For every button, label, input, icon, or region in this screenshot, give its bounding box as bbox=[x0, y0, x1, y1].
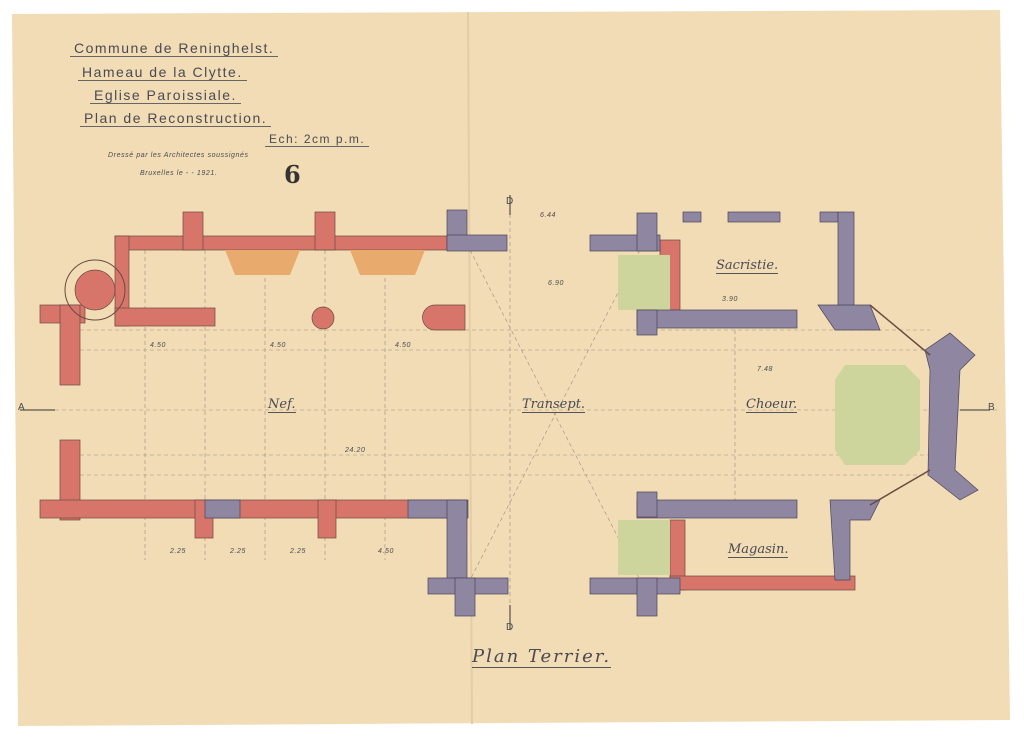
room-label-storeroom: Magasin. bbox=[728, 542, 789, 558]
dim-7: 2.25 bbox=[290, 548, 307, 555]
dim-4: 24.20 bbox=[345, 447, 366, 454]
sheet-number: 6 bbox=[284, 160, 301, 189]
apse-walls bbox=[869, 304, 931, 506]
dim-9: 6.44 bbox=[540, 212, 557, 219]
green-areas bbox=[618, 255, 920, 575]
dim-10: 6.90 bbox=[548, 280, 565, 287]
room-label-sacristy: Sacristie. bbox=[716, 258, 779, 274]
room-label-transept: Transept. bbox=[522, 397, 586, 413]
walls-purple bbox=[204, 209, 979, 617]
title-line-2: Hameau de la Clytte. bbox=[78, 64, 247, 81]
dim-5: 2.25 bbox=[170, 548, 187, 555]
dim-11: 7.48 bbox=[757, 366, 774, 373]
dim-1: 4.50 bbox=[150, 342, 167, 349]
title-line-1: Commune de Reninghelst. bbox=[70, 40, 279, 57]
room-label-nave: Nef. bbox=[268, 397, 296, 413]
paper-sheet bbox=[12, 10, 1010, 726]
title-line-3: Eglise Paroissiale. bbox=[90, 87, 241, 104]
spiral-stair bbox=[64, 259, 126, 321]
dim-8: 4.50 bbox=[378, 548, 395, 555]
walls-red bbox=[39, 211, 856, 591]
drawn-by-label: Dressé par les Architectes soussignés bbox=[108, 152, 249, 159]
section-mark-d-top: D bbox=[506, 196, 514, 207]
dim-2: 4.50 bbox=[270, 342, 287, 349]
title-line-4: Plan de Reconstruction. bbox=[80, 110, 272, 127]
section-lines bbox=[20, 195, 990, 630]
dim-3: 4.50 bbox=[395, 342, 412, 349]
scale-label: Ech: 2cm p.m. bbox=[265, 132, 370, 147]
section-mark-d-bottom: D bbox=[506, 622, 514, 633]
section-mark-b: B bbox=[988, 402, 995, 413]
room-label-choir: Choeur. bbox=[746, 397, 798, 413]
place-date-label: Bruxelles le - - 1921. bbox=[140, 170, 218, 177]
section-mark-a: A bbox=[18, 402, 25, 413]
construction-lines bbox=[20, 200, 1000, 630]
drawing-title: Plan Terrier. bbox=[472, 646, 612, 668]
dim-12: 3.90 bbox=[722, 296, 739, 303]
orange-areas bbox=[225, 250, 425, 275]
dim-6: 2.25 bbox=[230, 548, 247, 555]
